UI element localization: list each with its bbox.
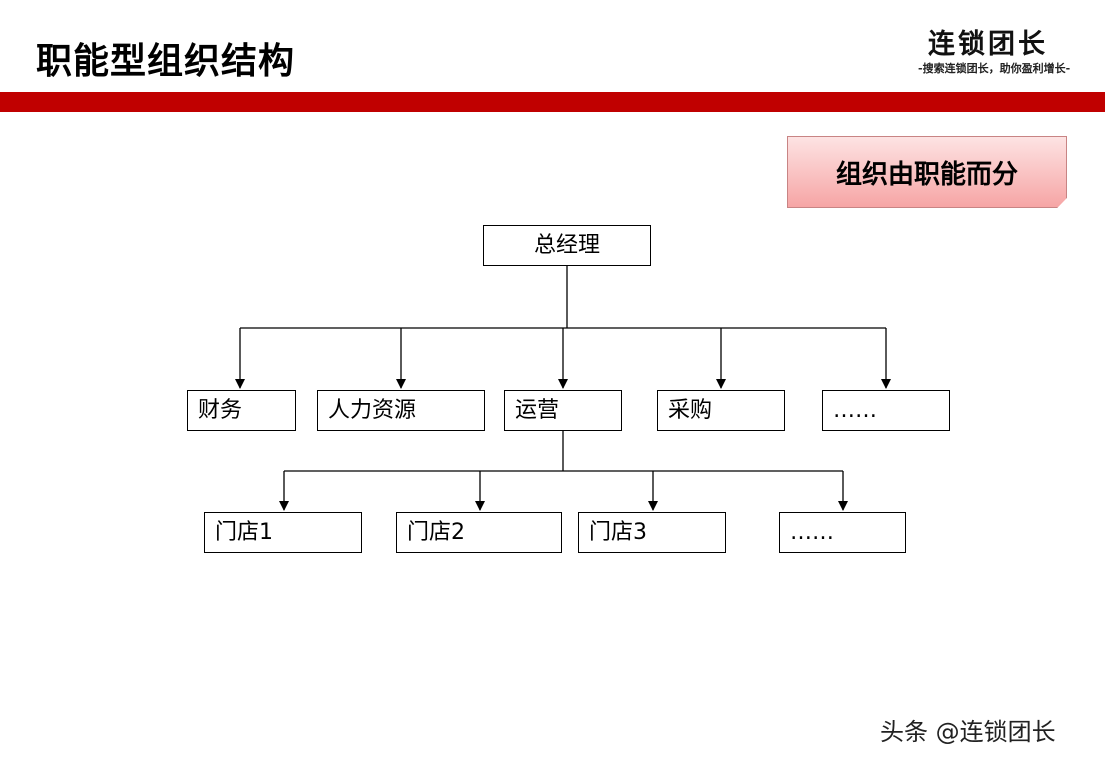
org-node-label: …… — [790, 519, 834, 545]
brand-logo: 连锁团长 — [928, 29, 1048, 60]
org-node-label: 总经理 — [533, 232, 600, 258]
callout-box: 组织由职能而分 — [787, 136, 1067, 208]
org-node-label: 门店2 — [407, 519, 465, 545]
org-node-finance: 财务 — [187, 390, 296, 431]
brand-tagline: -搜索连锁团长，助你盈利增长- — [918, 62, 1071, 75]
org-node-store-2: 门店2 — [396, 512, 562, 553]
org-node-more-stores: …… — [779, 512, 906, 553]
org-node-label: 门店1 — [215, 519, 273, 545]
org-node-operations: 运营 — [504, 390, 622, 431]
org-node-general-manager: 总经理 — [483, 225, 651, 266]
watermark: 头条 @连锁团长 — [880, 718, 1056, 746]
header-band — [0, 92, 1105, 112]
org-node-label: 财务 — [198, 397, 243, 423]
org-node-label: 门店3 — [589, 519, 647, 545]
org-node-purchasing: 采购 — [657, 390, 785, 431]
org-node-store-3: 门店3 — [578, 512, 726, 553]
org-node-label: 运营 — [515, 397, 560, 423]
callout-text: 组织由职能而分 — [835, 159, 1018, 190]
org-node-label: …… — [833, 397, 877, 423]
org-node-human-resources: 人力资源 — [317, 390, 485, 431]
slide-title: 职能型组织结构 — [36, 41, 296, 82]
org-node-label: 人力资源 — [328, 397, 417, 423]
org-node-store-1: 门店1 — [204, 512, 362, 553]
org-node-label: 采购 — [668, 397, 713, 423]
org-node-more-departments: …… — [822, 390, 950, 431]
